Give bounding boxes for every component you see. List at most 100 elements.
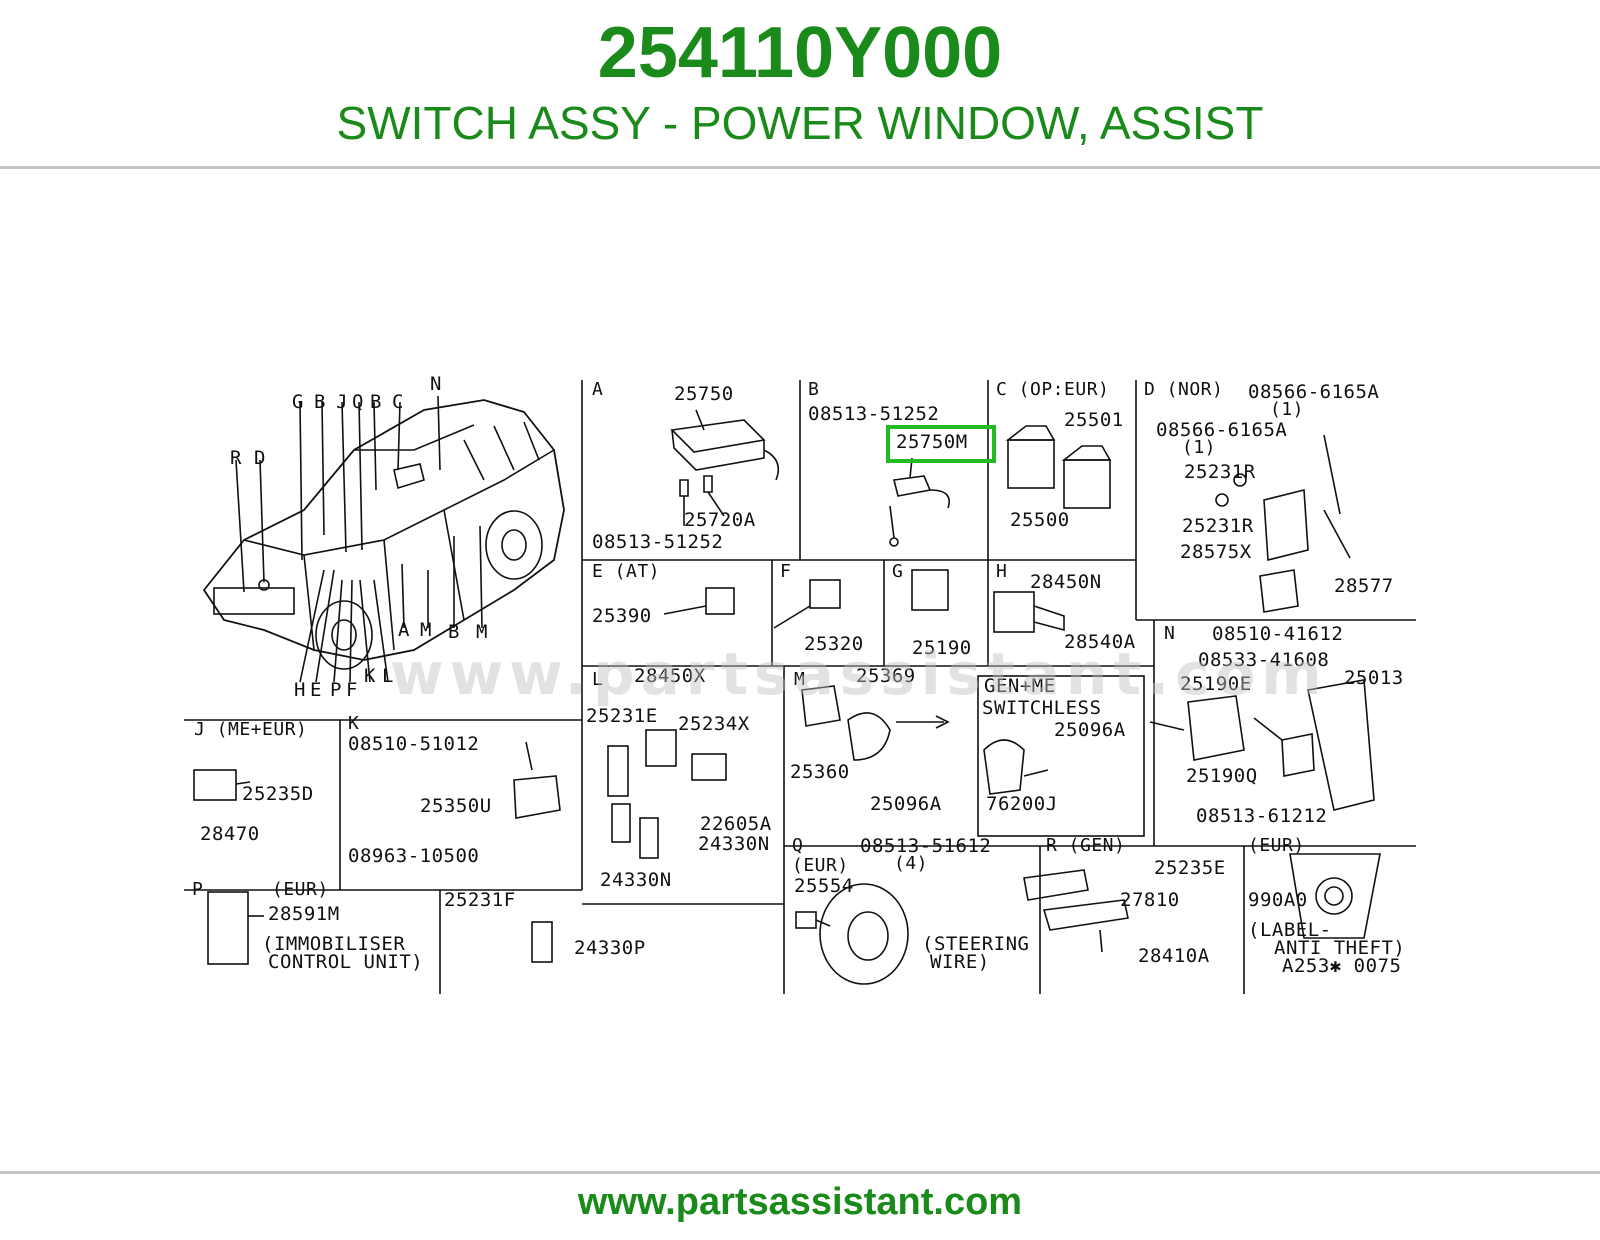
part-25231r-2: 25231R <box>1182 515 1254 537</box>
part-08510-51012: 08510-51012 <box>348 733 480 755</box>
part-08513-51252-a: 08513-51252 <box>592 531 724 553</box>
section-r-title: R (GEN) <box>1046 835 1126 856</box>
part-990a0: 990A0 <box>1248 889 1308 911</box>
section-h-title: H <box>996 561 1008 582</box>
part-25320: 25320 <box>804 633 864 655</box>
car-callout-k: K <box>364 665 376 687</box>
label-control-unit: CONTROL UNIT) <box>268 951 424 973</box>
part-25231f: 25231F <box>444 889 516 911</box>
header-divider <box>0 166 1600 169</box>
part-25720a: 25720A <box>684 509 756 531</box>
car-callout-m2: M <box>476 621 488 643</box>
car-callout-f: F <box>346 679 358 701</box>
car-callout-n: N <box>430 373 442 395</box>
part-25190q: 25190Q <box>1186 765 1258 787</box>
section-q-title: Q <box>792 835 804 856</box>
part-28470: 28470 <box>200 823 260 845</box>
part-24330n-2: 24330N <box>600 869 672 891</box>
part-24330p: 24330P <box>574 937 646 959</box>
label-immobiliser: (IMMOBILISER <box>262 933 406 955</box>
section-a-title: A <box>592 379 604 400</box>
car-callout-b3: B <box>448 621 460 643</box>
part-25235d: 25235D <box>242 783 314 805</box>
parts-diagram: R D G B J Q B C N H E P F K L A M B M A … <box>184 330 1416 1010</box>
part-25501: 25501 <box>1064 409 1124 431</box>
car-callout-c: C <box>392 391 404 413</box>
section-p-region: (EUR) <box>272 879 329 900</box>
part-25750: 25750 <box>674 383 734 405</box>
part-08510-41612: 08510-41612 <box>1212 623 1344 645</box>
car-callout-b2: B <box>370 391 382 413</box>
part-25369: 25369 <box>856 665 916 687</box>
part-28577: 28577 <box>1334 575 1394 597</box>
section-k-title: K <box>348 713 360 734</box>
section-j-title: J (ME+EUR) <box>194 719 308 740</box>
label-label: (LABEL- <box>1248 919 1332 941</box>
car-callout-b: B <box>314 391 326 413</box>
part-25190e: 25190E <box>1180 673 1252 695</box>
label-a253-0075: A253✱ 0075 <box>1282 955 1402 977</box>
part-22605a: 22605A <box>700 813 772 835</box>
label-steering: (STEERING <box>922 933 1030 955</box>
car-callout-q: Q <box>352 391 364 413</box>
part-qty-1b: (1) <box>1182 437 1217 458</box>
part-25096a-m: 25096A <box>870 793 942 815</box>
section-n-title: N <box>1164 623 1176 644</box>
part-28591m: 28591M <box>268 903 340 925</box>
part-28575x: 28575X <box>1180 541 1252 563</box>
section-b-title: B <box>808 379 820 400</box>
part-25360: 25360 <box>790 761 850 783</box>
part-name: SWITCH ASSY - POWER WINDOW, ASSIST <box>336 97 1264 149</box>
diagram-linework <box>184 380 1416 994</box>
footer-divider <box>0 1171 1600 1174</box>
part-08513-61212: 08513-61212 <box>1196 805 1328 827</box>
highlight-box <box>886 425 996 463</box>
part-24330n-1: 24330N <box>698 833 770 855</box>
part-08513-51252-b: 08513-51252 <box>808 403 940 425</box>
part-25350u: 25350U <box>420 795 492 817</box>
section-m-title: M <box>794 669 806 690</box>
part-qty-1a: (1) <box>1270 399 1305 420</box>
section-f-title: F <box>780 561 792 582</box>
part-28450x: 28450X <box>634 665 706 687</box>
car-callout-r: R <box>230 447 242 469</box>
part-25750m: 25750M <box>896 431 968 453</box>
car-callout-g: G <box>292 391 304 413</box>
part-25096a-sub: 25096A <box>1054 719 1126 741</box>
part-25235e: 25235E <box>1154 857 1226 879</box>
section-c-title: C (OP:EUR) <box>996 379 1110 400</box>
section-l-title: L <box>592 669 604 690</box>
part-25554: 25554 <box>794 875 854 897</box>
part-25231r-1: 25231R <box>1184 461 1256 483</box>
label-anti-theft: ANTI THEFT) <box>1274 937 1406 959</box>
car-callout-p: P <box>330 679 342 701</box>
part-25013: 25013 <box>1344 667 1404 689</box>
part-08963-10500: 08963-10500 <box>348 845 480 867</box>
section-g-title: G <box>892 561 904 582</box>
part-76200j: 76200J <box>986 793 1058 815</box>
car-callout-h: H <box>294 679 306 701</box>
part-qty-4: (4) <box>894 853 929 874</box>
car-callout-j: J <box>336 391 348 413</box>
part-08566-6165a-2: 08566-6165A <box>1156 419 1288 441</box>
section-eur-title: (EUR) <box>1248 835 1305 856</box>
part-25390: 25390 <box>592 605 652 627</box>
section-p-title: P <box>192 879 204 900</box>
car-callout-a: A <box>398 619 410 641</box>
car-callout-d: D <box>254 447 266 469</box>
watermark: www.partsassistant.com <box>390 640 1328 708</box>
part-25231e: 25231E <box>586 705 658 727</box>
page-footer: www.partsassistant.com <box>0 1178 1600 1226</box>
subsection-gen-me: GEN+ME <box>984 675 1056 697</box>
car-callout-e: E <box>310 679 322 701</box>
part-25234x: 25234X <box>678 713 750 735</box>
part-08533-41608: 08533-41608 <box>1198 649 1330 671</box>
footer-site-link[interactable]: www.partsassistant.com <box>577 1181 1023 1223</box>
label-wire: WIRE) <box>930 951 990 973</box>
part-number: 254110Y000 <box>597 13 1003 93</box>
section-e-title: E (AT) <box>592 561 661 582</box>
part-08566-6165a-1: 08566-6165A <box>1248 381 1380 403</box>
section-d-title: D (NOR) <box>1144 379 1224 400</box>
subsection-switchless: SWITCHLESS <box>982 697 1102 719</box>
part-27810: 27810 <box>1120 889 1180 911</box>
